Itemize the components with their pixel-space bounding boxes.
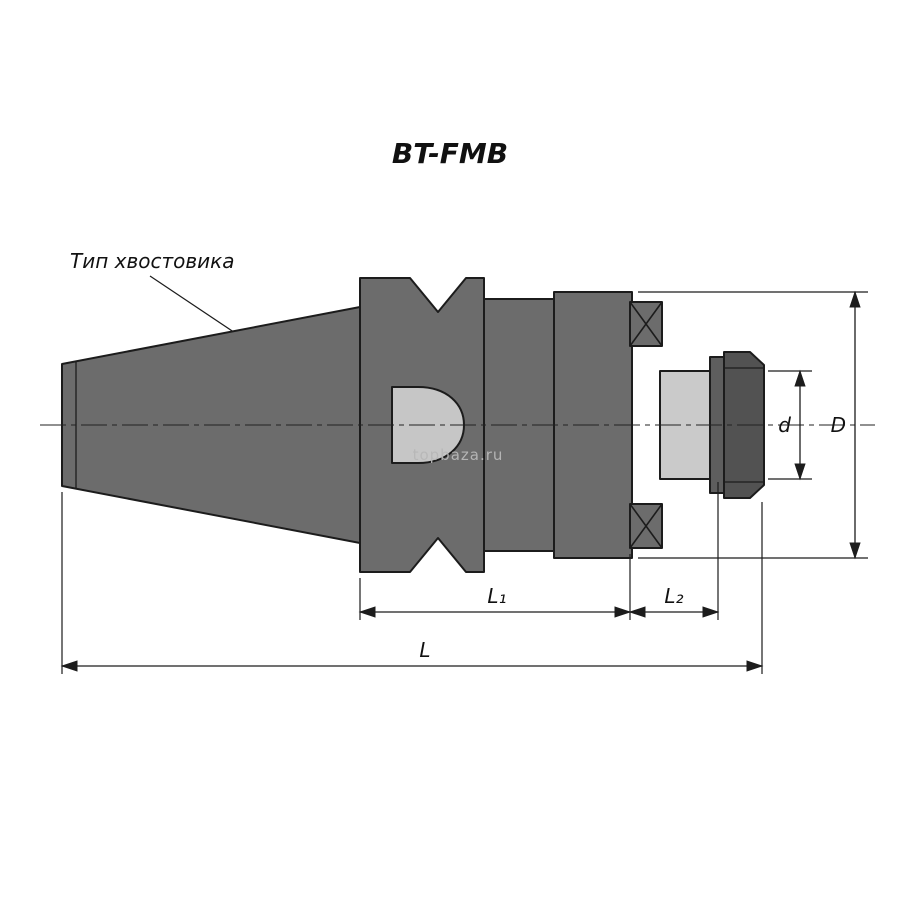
watermark: topbaza.ru <box>413 446 504 464</box>
dimension-label-l: L <box>419 638 430 662</box>
dimension-l1: L₁ <box>358 584 632 618</box>
dimension-label-d: d <box>778 413 791 437</box>
drive-key-bottom <box>629 503 663 549</box>
dimension-l: L <box>60 638 764 672</box>
dimension-d: d <box>778 369 806 481</box>
shank-type-label: Тип хвостовика <box>70 249 235 273</box>
dimension-label-l2: L₂ <box>664 584 683 608</box>
drive-key-top-cross-line <box>629 301 663 347</box>
drive-key-top <box>629 301 663 347</box>
drawing-title: BT-FMB <box>392 137 508 170</box>
extension-lines <box>61 291 868 674</box>
dimension-label-D: D <box>831 413 846 437</box>
shank-type-callout: Тип хвостовика <box>70 249 311 384</box>
drive-key-bottom-cross-line <box>629 503 663 549</box>
dimension-l2: L₂ <box>628 584 720 618</box>
dimension-D: D <box>831 290 861 560</box>
dimension-label-l1: L₁ <box>487 584 506 608</box>
